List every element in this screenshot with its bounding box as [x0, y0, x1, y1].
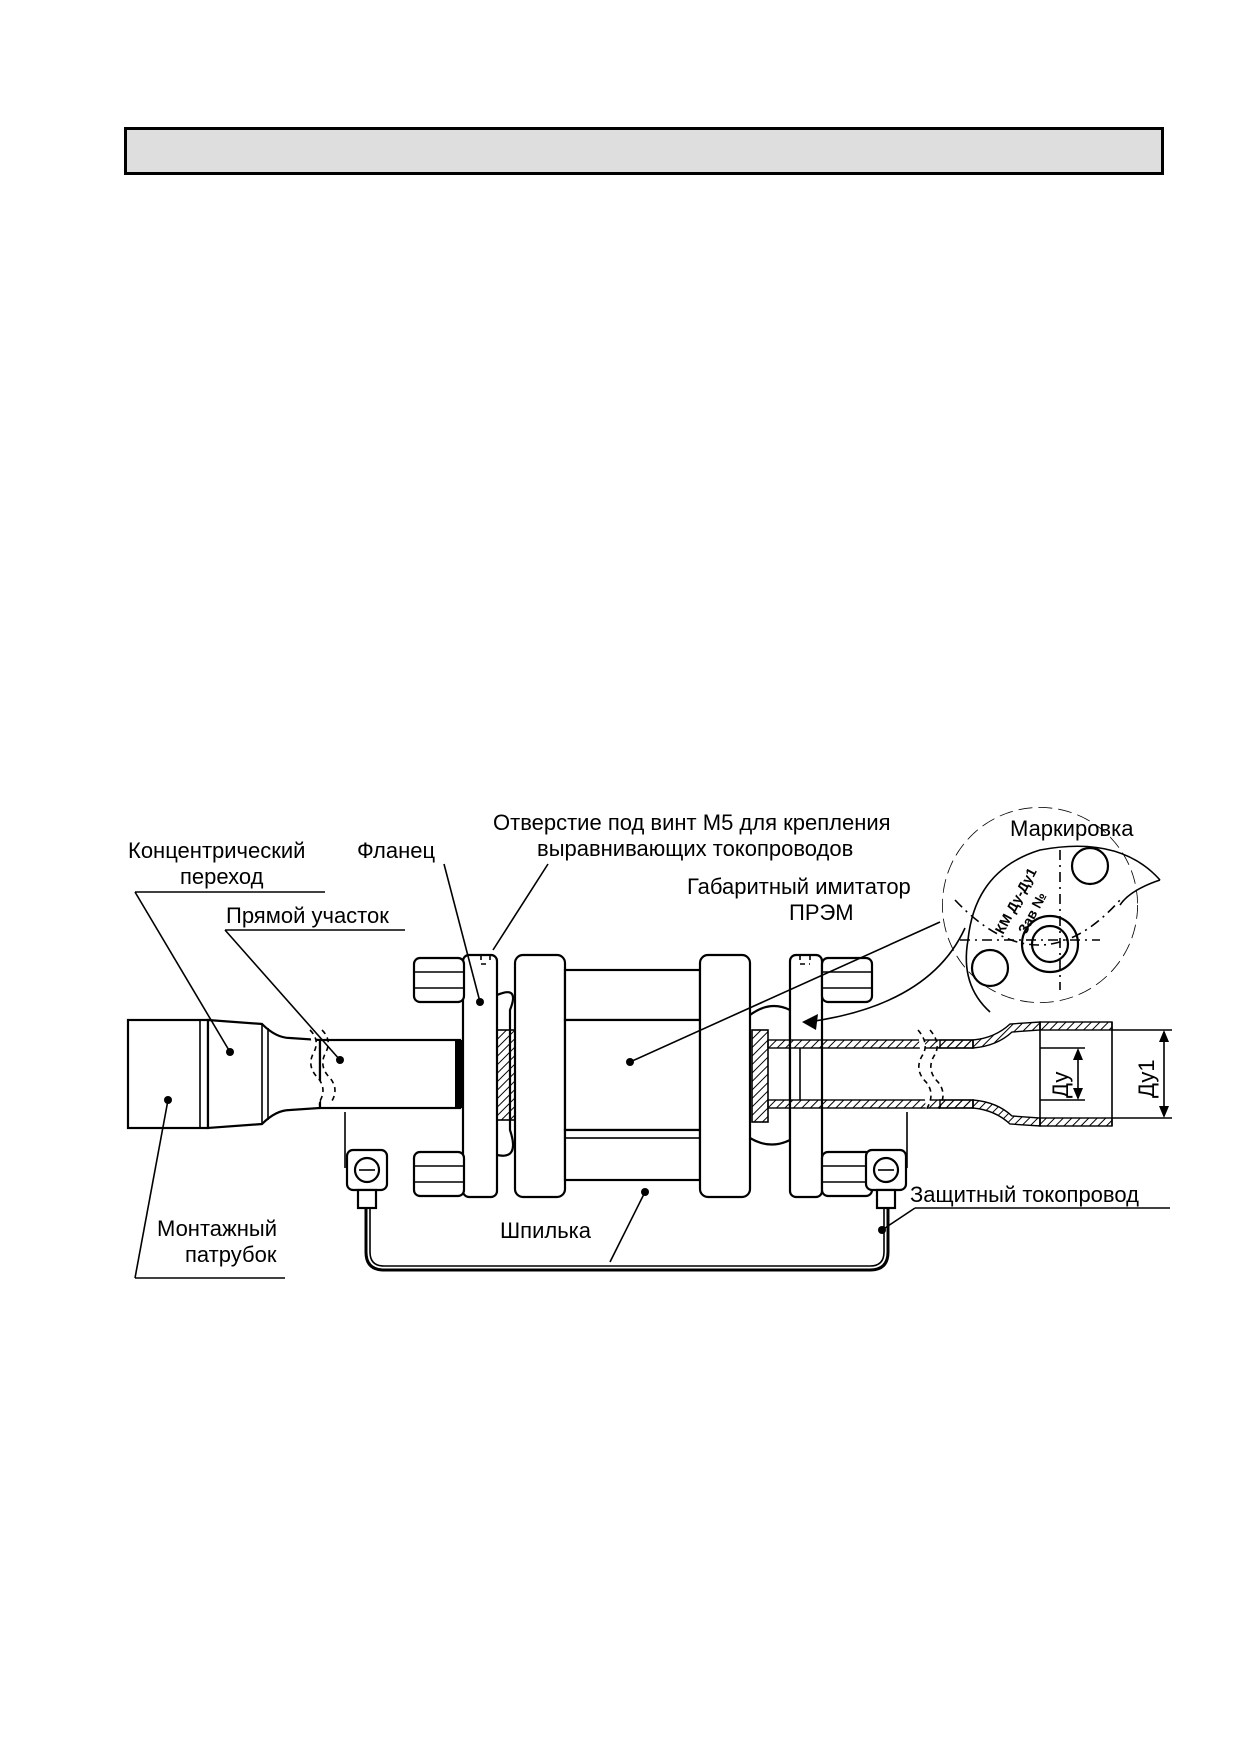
label-mounting-pipe-1: Монтажный	[157, 1216, 277, 1241]
left-flange	[461, 953, 516, 1199]
right-flange	[749, 953, 824, 1199]
protective-conductor	[364, 1206, 890, 1272]
label-concentric-transition-1: Концентрический	[128, 838, 305, 863]
studs	[514, 970, 701, 1139]
left-top-nut	[412, 956, 466, 1004]
right-bottom-nut	[820, 1150, 874, 1198]
label-straight-section: Прямой участок	[226, 903, 389, 928]
label-dimensional-simulator-1: Габаритный имитатор	[687, 874, 911, 899]
label-stud: Шпилька	[500, 1218, 592, 1243]
label-flange: Фланец	[357, 838, 435, 863]
leader-lines	[134, 863, 1170, 1279]
label-marking: Маркировка	[1010, 816, 1134, 841]
dimension-du1	[1112, 1029, 1172, 1119]
label-protective-conductor: Защитный токопровод	[910, 1182, 1139, 1207]
dimension-du	[1040, 1047, 1085, 1101]
imitator-body	[563, 968, 702, 1182]
label-dim-du: Ду	[1048, 1072, 1073, 1098]
label-mounting-pipe-2: патрубок	[185, 1242, 277, 1267]
left-bottom-nut	[412, 1150, 466, 1198]
imitator-flange-left	[513, 953, 567, 1199]
label-screw-hole-2: выравнивающих токопроводов	[537, 836, 853, 861]
concentric-transition	[206, 1018, 322, 1130]
header-bar	[124, 127, 1164, 175]
right-pipe-section	[767, 1021, 1113, 1127]
label-dimensional-simulator-2: ПРЭМ	[789, 900, 854, 925]
label-dim-du1: Ду1	[1134, 1059, 1159, 1098]
label-screw-hole-1: Отверстие под винт М5 для крепления	[493, 810, 891, 835]
imitator-flange-right	[698, 953, 752, 1199]
left-lug	[344, 1112, 389, 1210]
right-lug	[864, 1112, 908, 1210]
label-concentric-transition-2: переход	[180, 864, 264, 889]
mounting-pipe	[126, 1018, 210, 1130]
straight-section	[309, 1029, 463, 1110]
